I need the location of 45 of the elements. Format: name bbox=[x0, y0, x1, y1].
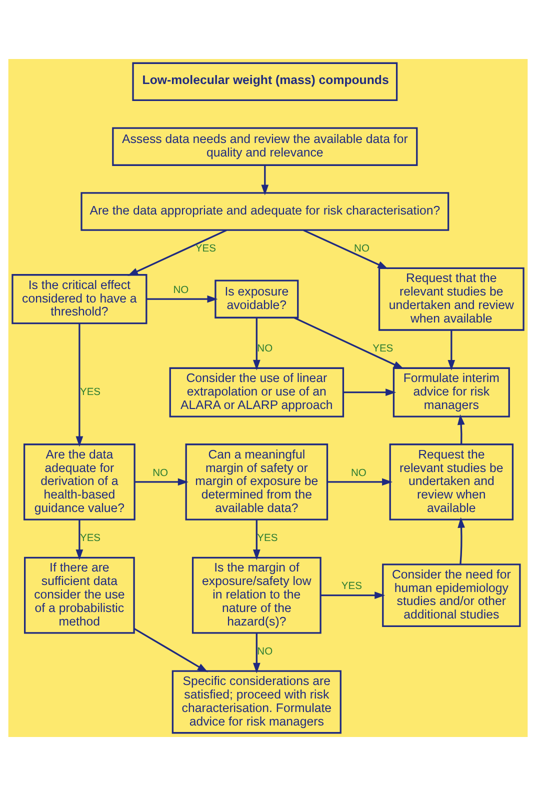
node-box: If there are sufficient data consider the use of a probabilistic method bbox=[24, 556, 135, 634]
node-box: Is exposure avoidable? bbox=[214, 279, 299, 318]
edge-label: NO bbox=[350, 467, 366, 478]
edge-label: YES bbox=[80, 532, 101, 544]
node-box: Is the margin of exposure/safety low in relation to the nature of the hazard(s)? bbox=[192, 556, 322, 634]
node-box: Can a meaningful margin of safety or margin of exposure be determined from the available data? bbox=[185, 443, 328, 520]
edge-label: NO bbox=[173, 284, 189, 296]
arrow bbox=[76, 519, 84, 560]
arrow bbox=[458, 516, 465, 564]
arrow bbox=[252, 317, 260, 370]
arrow bbox=[146, 294, 218, 302]
edge-label: NO bbox=[152, 467, 168, 478]
node-box: Low-molecular weight (mass) compounds bbox=[132, 62, 398, 101]
arrow bbox=[252, 632, 260, 673]
edge-label: YES bbox=[341, 580, 362, 592]
arrow bbox=[457, 414, 465, 444]
edge-label: NO bbox=[257, 343, 273, 354]
arrow bbox=[320, 591, 386, 598]
node-box: Formulate interim advice for risk managers bbox=[392, 366, 510, 417]
node-box: Request that the relevant studies be undertaken and review when available bbox=[378, 266, 524, 330]
node-box: Assess data needs and review the available data for quality and relevance bbox=[112, 126, 418, 166]
edge-label: NO bbox=[257, 646, 273, 658]
node-box: Are the data appropriate and adequate for risk characterisation? bbox=[80, 192, 450, 230]
arrow bbox=[135, 478, 188, 486]
edge-label: YES bbox=[257, 532, 278, 544]
arrow bbox=[294, 316, 404, 369]
node-box: Is the critical effect considered to have a threshold? bbox=[12, 274, 148, 324]
arrow bbox=[252, 519, 260, 560]
arrow bbox=[343, 388, 396, 396]
edge-label: YES bbox=[195, 243, 216, 254]
arrow bbox=[327, 478, 393, 486]
arrow bbox=[448, 330, 456, 370]
arrow bbox=[261, 164, 269, 195]
arrow bbox=[303, 229, 388, 269]
edge-label: YES bbox=[80, 386, 101, 398]
edge-label: YES bbox=[372, 343, 394, 354]
node-box: Consider the use of linear extrapolation or use of an ALARA or ALARP approach bbox=[169, 366, 344, 417]
node-box: Are the data adequate for derivation of a health-based guidance value? bbox=[23, 443, 136, 520]
node-box: Specific considerations are satisfied; proceed with risk characterisation. Formulate advice for risk managers bbox=[172, 670, 342, 734]
arrow bbox=[134, 627, 208, 672]
node-box: Request the relevant studies be undertaken and review when available bbox=[389, 443, 514, 520]
arrow bbox=[128, 229, 227, 276]
arrow bbox=[76, 322, 84, 446]
edge-label: NO bbox=[354, 243, 370, 254]
node-box: Consider the need for human epidemiology studies and/or other additional studies bbox=[382, 563, 521, 627]
